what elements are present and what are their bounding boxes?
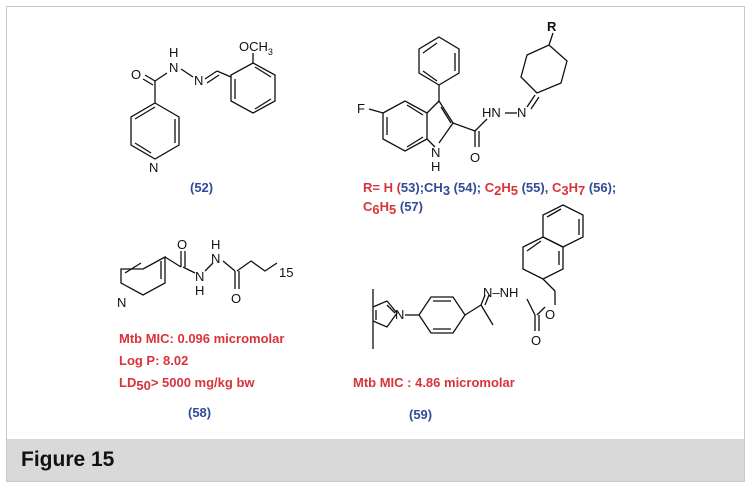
- alkyl-chain-58: [236, 260, 278, 272]
- n2-58: N: [211, 251, 220, 266]
- structures-svg: O H N N OCH3 N (52): [117, 19, 616, 422]
- compound-52: O H N N OCH3 N (52): [130, 39, 276, 195]
- nh-n-52: N: [169, 60, 178, 75]
- mic-59: Mtb MIC : 4.86 micromolar: [353, 375, 515, 390]
- label-52: (52): [190, 180, 213, 195]
- carbonyl-o-59: O: [531, 333, 541, 348]
- label-59: (59): [409, 407, 432, 422]
- nh-59: N–NH: [483, 285, 518, 300]
- label-58: (58): [188, 405, 211, 420]
- chain-count-58: 15: [279, 265, 293, 280]
- indole-h: H: [431, 159, 440, 174]
- methoxyphenyl-ring-52: [230, 62, 276, 114]
- compound-59: N N–NH O O: [353, 204, 584, 422]
- carbonyl-o2-58: O: [231, 291, 241, 306]
- r-group: R: [547, 19, 557, 34]
- pyridine-ring-58: [120, 255, 166, 296]
- figure-caption: Figure 15: [21, 448, 115, 471]
- fluoro-atom: F: [357, 101, 365, 116]
- pyrrole-ring-59: [372, 300, 398, 328]
- pyridine-ring-52: [130, 102, 180, 160]
- ld50-58: LD50> 5000 mg/kg bw: [119, 375, 255, 393]
- imine-n-52: N: [194, 73, 203, 88]
- pyrrole-n-59: N: [395, 307, 404, 322]
- mic-58: Mtb MIC: 0.096 micromolar: [119, 331, 284, 346]
- n1-58: N: [195, 269, 204, 284]
- compound-58: N O N H N H O 15 Mtb MIC: 0.096 micromol…: [117, 237, 293, 420]
- ester-o-59: O: [545, 307, 555, 322]
- amide-o-53: O: [470, 150, 480, 165]
- hn-53: HN: [482, 105, 501, 120]
- nh-h-52: H: [169, 45, 178, 60]
- naphthalene-ring-b: [542, 204, 584, 248]
- h2-58: H: [211, 237, 220, 252]
- pyridine-n-52: N: [149, 160, 158, 175]
- imine-n-53: N: [517, 105, 526, 120]
- carbonyl-o1-58: O: [177, 237, 187, 252]
- cyclohexyl-ring: [520, 44, 568, 94]
- phenyl-ring-53: [418, 36, 460, 86]
- indole-n: N: [431, 145, 440, 160]
- pyridine-n-58: N: [117, 295, 126, 310]
- compound-53-57: N H F O HN N: [357, 19, 616, 217]
- figure-frame: O H N N OCH3 N (52): [6, 6, 745, 482]
- phenylene-ring-59: [418, 296, 466, 334]
- r-substituents-line2: C6H5 (57): [363, 199, 423, 217]
- structures-panel: O H N N OCH3 N (52): [7, 7, 746, 439]
- och3-52: OCH3: [239, 39, 273, 57]
- r-substituents-line1: R= H (53);CH3 (54); C2H5 (55), C3H7 (56)…: [363, 180, 616, 198]
- h1-58: H: [195, 283, 204, 298]
- indole-benzene-ring: [382, 100, 428, 152]
- logp-58: Log P: 8.02: [119, 353, 188, 368]
- carbonyl-o-52: O: [131, 67, 141, 82]
- caption-bar: Figure 15: [7, 439, 744, 481]
